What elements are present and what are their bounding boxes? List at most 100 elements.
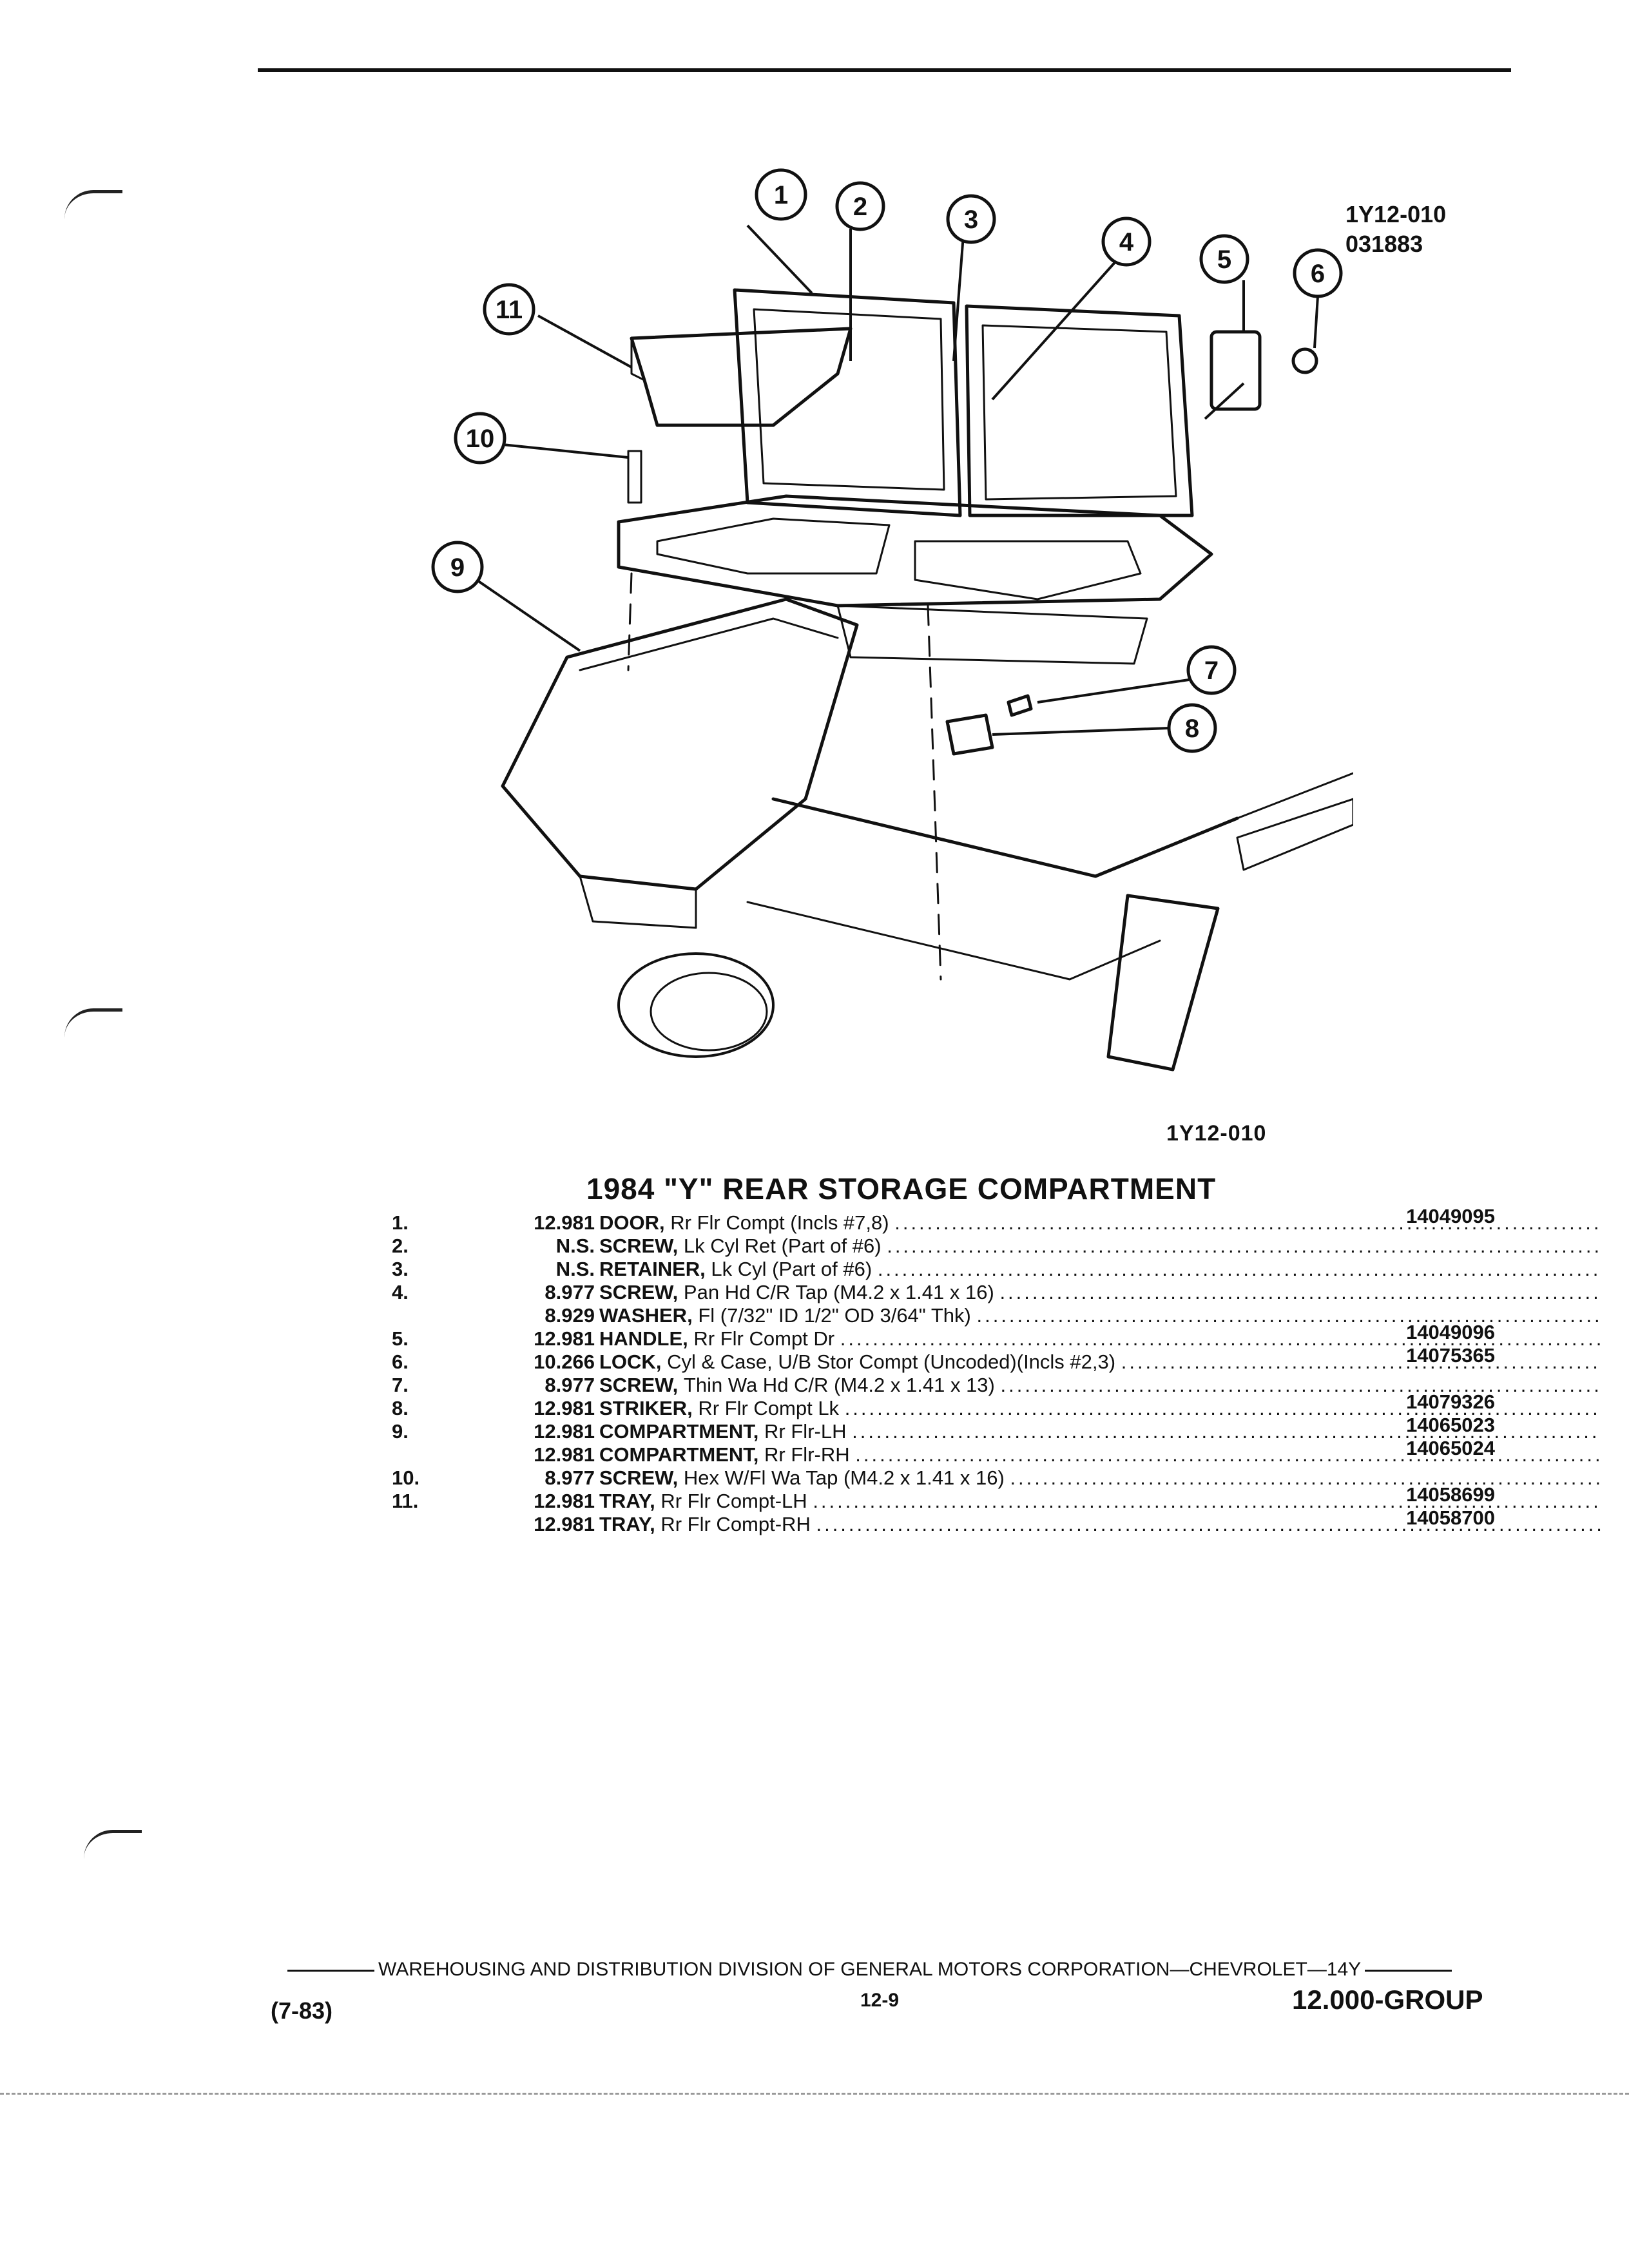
callout-4-ring xyxy=(1101,216,1152,267)
part-name: STRIKER, xyxy=(599,1397,693,1419)
part-description: DOOR, Rr Flr Compt (Incls #7,8) ........… xyxy=(599,1211,1601,1235)
part-description: SCREW, Lk Cyl Ret (Part of #6) .........… xyxy=(599,1235,1601,1258)
page-title: 1984 "Y" REAR STORAGE COMPARTMENT xyxy=(586,1172,1217,1206)
screw-7 xyxy=(1007,694,1033,717)
item-number: 2. xyxy=(392,1235,409,1257)
leader-dots: ........................................… xyxy=(887,1235,1601,1257)
item-number: 4. xyxy=(392,1281,409,1303)
callout-6-ring xyxy=(1293,248,1343,298)
callout-1: 1 xyxy=(774,181,788,209)
callout-10-ring xyxy=(454,412,506,465)
part-description: HANDLE, Rr Flr Compt Dr ................… xyxy=(599,1327,1601,1350)
lock-shape xyxy=(1291,347,1318,374)
part-detail: Fl (7/32" ID 1/2" OD 3/64" Thk) xyxy=(698,1304,971,1327)
part-detail: Pan Hd C/R Tap (M4.2 x 1.41 x 16) xyxy=(683,1281,994,1303)
part-number: 14049096 xyxy=(1406,1321,1495,1343)
footer-group-label: 12.000-GROUP xyxy=(1292,1984,1483,2015)
part-detail: Rr Flr-LH xyxy=(764,1420,847,1443)
callout-3-ring xyxy=(946,194,996,244)
part-description: TRAY, Rr Flr Compt-LH ..................… xyxy=(599,1490,1601,1513)
part-detail: Thin Wa Hd C/R (M4.2 x 1.41 x 13) xyxy=(683,1374,995,1396)
leader-dots: ........................................… xyxy=(813,1490,1601,1512)
part-name: SCREW, xyxy=(599,1466,679,1489)
part-description: LOCK, Cyl & Case, U/B Stor Compt (Uncode… xyxy=(599,1350,1601,1374)
leader-dots: ........................................… xyxy=(976,1304,1601,1327)
group-number: 8.929 xyxy=(545,1304,595,1327)
drawing-code-line-2: 031883 xyxy=(1345,231,1423,257)
group-number: N.S. xyxy=(555,1235,595,1257)
part-description: WASHER, Fl (7/32" ID 1/2" OD 3/64" Thk) … xyxy=(599,1304,1601,1327)
parts-row: 3.N.S.RETAINER, Lk Cyl (Part of #6) ....… xyxy=(361,1258,1601,1281)
group-number: 12.981 xyxy=(534,1443,595,1466)
door-panel xyxy=(733,288,962,517)
part-name: HANDLE, xyxy=(599,1327,688,1350)
part-description: SCREW, Thin Wa Hd C/R (M4.2 x 1.41 x 13)… xyxy=(599,1374,1601,1397)
leader-dots: ........................................… xyxy=(816,1513,1601,1535)
part-name: LOCK, xyxy=(599,1350,662,1373)
parts-row: 2. N.S.SCREW, Lk Cyl Ret (Part of #6) ...… xyxy=(361,1235,1601,1258)
item-number: 5. xyxy=(392,1327,409,1350)
leader-dots: ........................................… xyxy=(1121,1350,1601,1373)
group-number: 8.977 xyxy=(545,1374,595,1396)
group-number: 12.981 xyxy=(534,1513,595,1535)
part-detail: Lk Cyl (Part of #6) xyxy=(711,1258,872,1280)
callout-5-ring xyxy=(1199,234,1249,284)
part-description: COMPARTMENT, Rr Flr-RH .................… xyxy=(599,1443,1601,1466)
leader-dots: ........................................… xyxy=(894,1211,1601,1234)
leader-dots: ........................................… xyxy=(1000,1374,1602,1396)
group-number: 12.981 xyxy=(534,1420,595,1443)
binding-mark xyxy=(64,1008,122,1037)
item-number: 10. xyxy=(392,1466,420,1489)
part-detail: Rr Flr Compt Lk xyxy=(698,1397,840,1419)
part-description: RETAINER, Lk Cyl (Part of #6) ..........… xyxy=(599,1258,1601,1281)
callout-2: 2 xyxy=(853,193,867,221)
item-number: 1. xyxy=(392,1211,409,1234)
callout-10: 10 xyxy=(466,425,495,453)
callout-8-ring xyxy=(1167,703,1217,753)
part-detail: Rr Flr Compt-RH xyxy=(660,1513,811,1535)
item-number: 11. xyxy=(392,1490,419,1512)
striker-shape xyxy=(945,713,994,756)
floor-deck xyxy=(617,494,1213,608)
group-number: 8.977 xyxy=(545,1281,595,1303)
bottom-rule xyxy=(0,2093,1629,2095)
part-description: TRAY, Rr Flr Compt-RH ..................… xyxy=(599,1513,1601,1536)
handle-shape xyxy=(1210,330,1262,411)
compartment-bin xyxy=(501,597,859,891)
part-name: TRAY, xyxy=(599,1490,655,1512)
leader-dots: ........................................… xyxy=(999,1281,1601,1303)
callout-3: 3 xyxy=(964,206,978,234)
part-number: 14049095 xyxy=(1406,1205,1495,1227)
leader-dots: ........................................… xyxy=(1010,1466,1601,1489)
group-number: 8.977 xyxy=(545,1466,595,1489)
footer-division-text: WAREHOUSING AND DISTRIBUTION DIVISION OF… xyxy=(378,1959,1362,1980)
footer-date-code: (7-83) xyxy=(271,1997,333,2024)
part-name: COMPARTMENT, xyxy=(599,1420,759,1443)
part-name: SCREW, xyxy=(599,1281,679,1303)
item-number: 3. xyxy=(392,1258,409,1280)
callout-9-ring xyxy=(431,541,484,593)
callout-11-ring xyxy=(483,283,535,336)
group-number: 12.981 xyxy=(534,1211,595,1234)
screw-10 xyxy=(627,450,642,504)
part-detail: Hex W/Fl Wa Tap (M4.2 x 1.41 x 16) xyxy=(683,1466,1005,1489)
part-number: 14058699 xyxy=(1406,1483,1495,1506)
callout-7: 7 xyxy=(1204,657,1219,685)
part-name: COMPARTMENT, xyxy=(599,1443,759,1466)
part-number: 14075365 xyxy=(1406,1344,1495,1367)
callout-6: 6 xyxy=(1311,260,1325,288)
part-detail: Rr Flr-RH xyxy=(764,1443,850,1466)
callout-2-ring xyxy=(835,181,885,231)
part-number: 14065023 xyxy=(1406,1414,1495,1436)
callout-8: 8 xyxy=(1185,715,1199,743)
